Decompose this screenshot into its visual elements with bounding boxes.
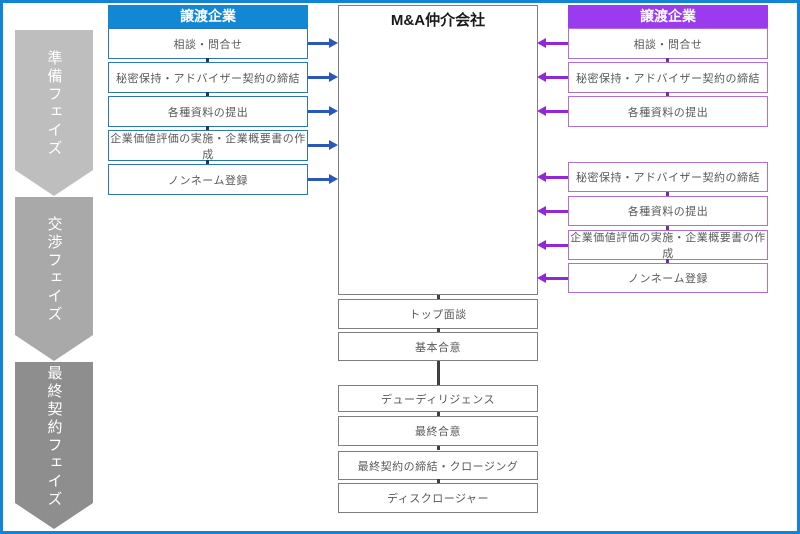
left-step-consultation: 相談・問合せ [108,28,308,59]
connector-tick [437,412,440,416]
connector-tick [437,446,440,450]
right-step-nda-advisor-contract-2: 秘密保持・アドバイザー契約の締結 [568,162,768,192]
right-step-valuation-profile: 企業価値評価の実施・企業概要書の作成 [568,230,768,260]
center-step-final-agreement: 最終合意 [338,416,538,446]
connector-tick [206,92,209,96]
right-step-nda-advisor-contract: 秘密保持・アドバイザー契約の締結 [568,62,768,93]
left-step-no-name-registration: ノンネーム登録 [108,164,308,195]
phase-label: 交渉フェイズ [45,216,63,324]
connector-tick [666,192,669,196]
right-step-document-submission-2: 各種資料の提出 [568,196,768,226]
phase-arrow-preparation: 準備フェイズ [15,30,93,196]
right-company-header: 譲渡企業 [568,5,768,28]
connector-tick [666,92,669,96]
connector-tick [666,58,669,62]
center-step-basic-agreement: 基本合意 [338,332,538,361]
center-step-due-diligence: デューディリジェンス [338,385,538,412]
connector-tick [437,479,440,483]
left-company-header: 譲渡企業 [108,5,308,28]
left-step-document-submission: 各種資料の提出 [108,96,308,127]
phase-arrow-negotiation: 交渉フェイズ [15,197,93,361]
connector-tick [437,328,440,332]
connector-tick [206,58,209,62]
phase-arrow-final-contract: 最終契約フェイズ [15,362,93,529]
connector-line [437,361,440,385]
center-step-disclosure: ディスクロージャー [338,483,538,513]
connector-tick [666,259,669,263]
center-step-top-meeting: トップ面談 [338,299,538,329]
right-step-document-submission: 各種資料の提出 [568,96,768,127]
phase-label: 準備フェイズ [45,50,63,158]
intermediary-title: M&A仲介会社 [390,12,486,29]
connector-tick [206,126,209,130]
center-step-closing: 最終契約の締結・クロージング [338,451,538,480]
phase-label: 最終契約フェイズ [45,364,63,509]
intermediary-company-box: M&A仲介会社 [338,5,538,295]
connector-tick [437,295,440,299]
connector-tick [206,160,209,164]
right-step-consultation: 相談・問合せ [568,28,768,59]
right-step-no-name-registration: ノンネーム登録 [568,263,768,293]
connector-tick [666,226,669,230]
left-step-valuation-profile: 企業価値評価の実施・企業概要書の作成 [108,130,308,161]
left-step-nda-advisor-contract: 秘密保持・アドバイザー契約の締結 [108,62,308,93]
